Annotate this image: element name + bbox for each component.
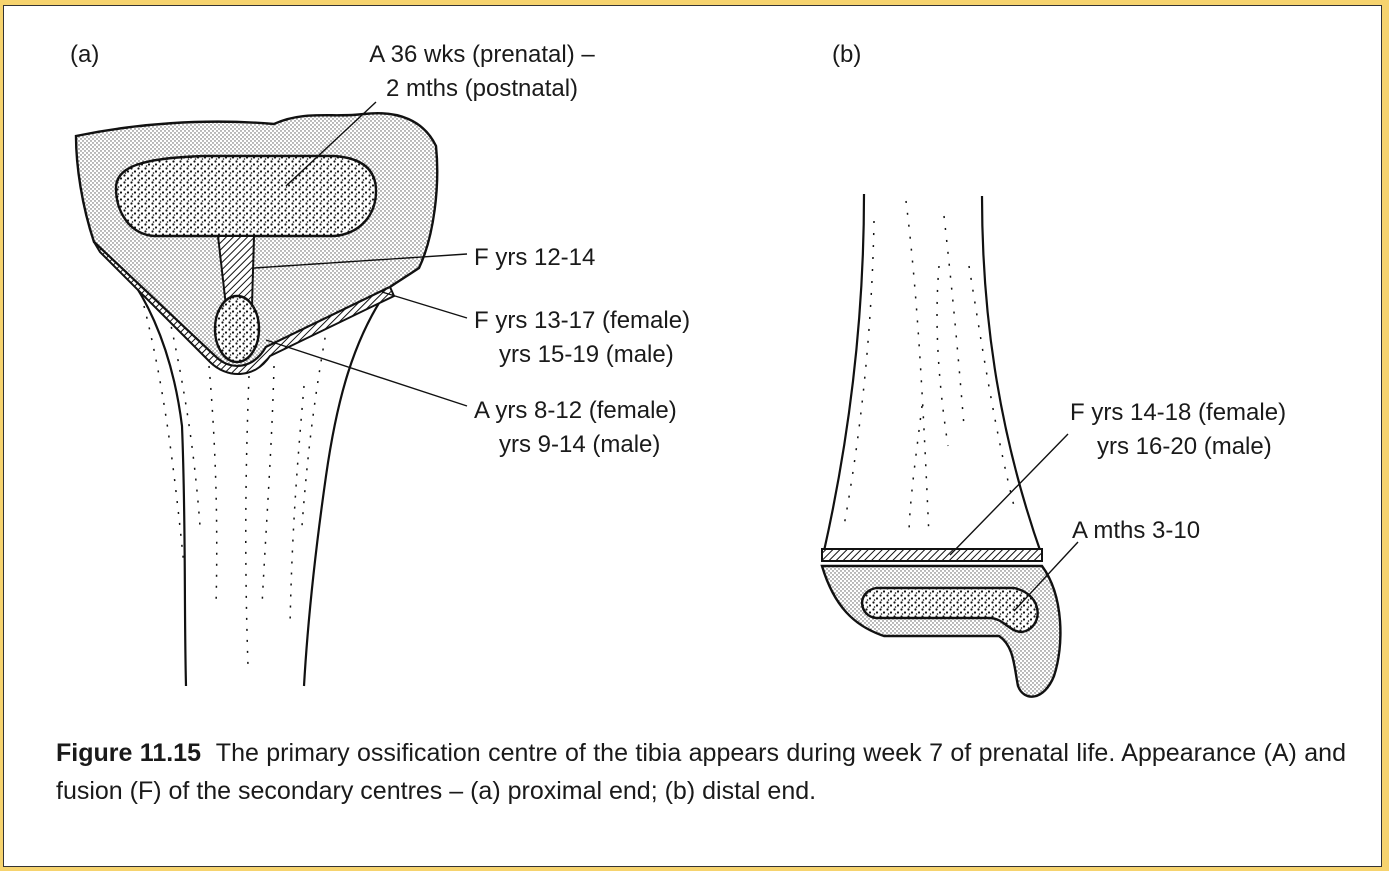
panel-a-drawing	[76, 102, 467, 686]
caption-text: The primary ossification centre of the t…	[56, 739, 1346, 805]
annotation-tuberosity-appearance: A yrs 8-12 (female) yrs 9-14 (male)	[474, 394, 677, 462]
panel-a-label: (a)	[70, 38, 99, 72]
tuberosity-centre	[215, 296, 259, 362]
panel-b-drawing	[822, 194, 1078, 697]
figure-frame: (a) (b) A 36 wks (prenatal) – 2 mths (po…	[3, 5, 1382, 867]
distal-growth-plate	[822, 549, 1042, 561]
figure-number: Figure 11.15	[56, 739, 201, 767]
annotation-distal-appearance: A mths 3-10	[1072, 514, 1200, 548]
tibia-illustration	[4, 6, 1381, 706]
annotation-primary-epiphysis: A 36 wks (prenatal) – 2 mths (postnatal)	[332, 38, 632, 106]
panel-b-label: (b)	[832, 38, 861, 72]
distal-stipple	[844, 201, 1014, 536]
figure-caption: Figure 11.15 The primary ossification ce…	[56, 734, 1346, 810]
annotation-distal-fusion: F yrs 14-18 (female) yrs 16-20 (male)	[1070, 396, 1286, 464]
distal-shaft	[824, 194, 1042, 556]
annotation-proximal-fusion: F yrs 13-17 (female) yrs 15-19 (male)	[474, 304, 690, 372]
proximal-ossification-centre	[116, 156, 376, 236]
annotation-tuberosity-fusion: F yrs 12-14	[474, 241, 595, 275]
